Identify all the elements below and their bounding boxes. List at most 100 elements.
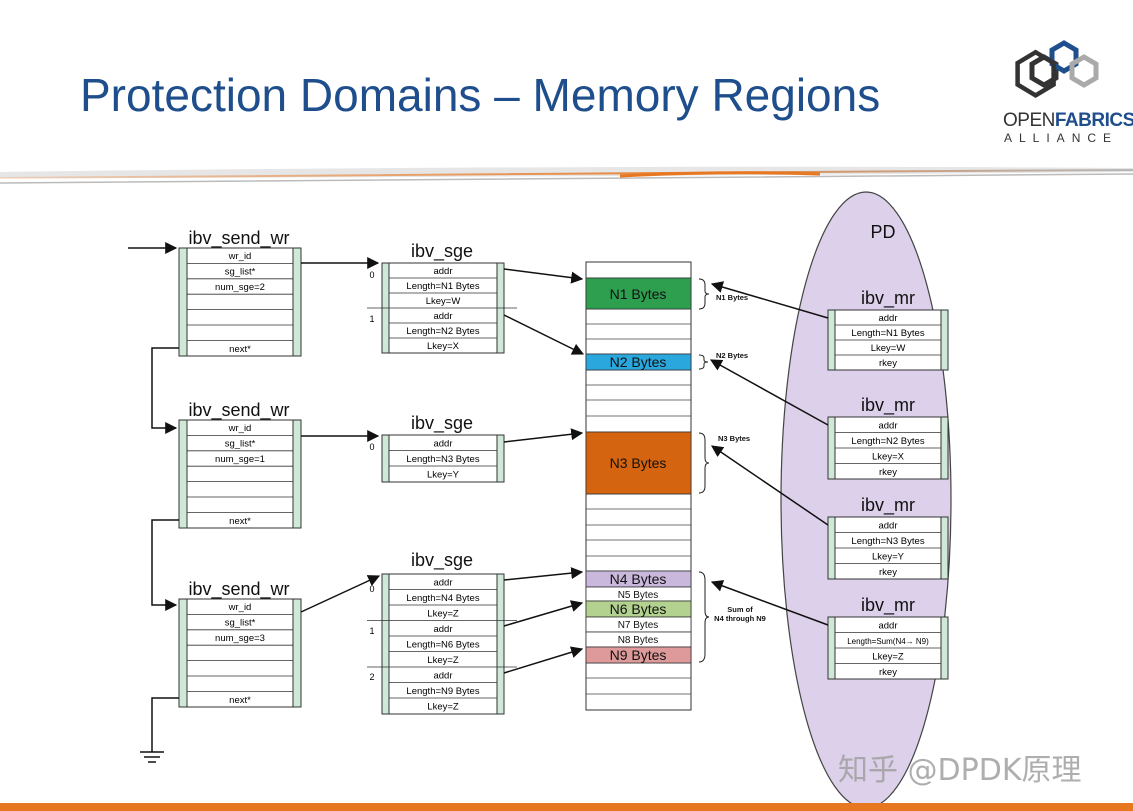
mem-label-n2: N2 Bytes (610, 354, 667, 370)
mr-struct-3: ibv_mr addr Length=Sum(N4→ N9) Lkey=Z rk… (827, 595, 949, 680)
brace-label-n3: N3 Bytes (718, 434, 750, 443)
mr-to-mem-arrows (709, 281, 829, 626)
mem-label-n1: N1 Bytes (610, 286, 667, 302)
logo-open: OPEN (1003, 110, 1055, 131)
mr-row: addr (878, 313, 897, 324)
sge-row: Lkey=X (427, 341, 460, 352)
header-swoosh (0, 166, 1133, 184)
mr-row: Lkey=Y (872, 552, 905, 563)
mr-title: ibv_mr (861, 595, 915, 616)
mem-label-n8: N8 Bytes (618, 635, 659, 646)
sge-row: Length=N3 Bytes (406, 454, 479, 465)
mr-title: ibv_mr (861, 288, 915, 309)
mr-row: Length=N1 Bytes (851, 328, 924, 339)
openfabrics-logo-icon (1015, 40, 1099, 99)
sge-index: 1 (369, 314, 374, 324)
mem-block-n3 (585, 431, 692, 495)
wr-row: wr_id (228, 423, 252, 434)
mr-title: ibv_mr (861, 495, 915, 516)
mem-block-n2 (585, 353, 692, 371)
wr-struct-1: ibv_send_wr wr_id sg_list* num_sge=1 nex… (178, 400, 302, 529)
logo-alliance: ALLIANCE (1004, 131, 1119, 145)
ground-icon (140, 751, 164, 763)
mem-label-n5: N5 Bytes (618, 590, 659, 601)
mem-label-n6: N6 Bytes (610, 601, 667, 617)
watermark: 知乎 @DPDK原理 (838, 753, 1082, 788)
wr-title: ibv_send_wr (188, 579, 289, 600)
mem-label-n3: N3 Bytes (610, 455, 667, 471)
mr-row: Lkey=Z (872, 652, 904, 663)
wr-row: num_sge=2 (215, 282, 265, 293)
wr-row: wr_id (228, 602, 252, 613)
sge-title: ibv_sge (411, 241, 473, 262)
mem-label-n7: N7 Bytes (618, 620, 659, 631)
wr-row: sg_list* (225, 618, 256, 629)
mr-struct-0: ibv_mr addr Length=N1 Bytes Lkey=W rkey (827, 288, 949, 371)
mr-row: Length=Sum(N4→ N9) (847, 637, 929, 646)
sge-title: ibv_sge (411, 550, 473, 571)
sge-index: 0 (369, 584, 374, 594)
mr-struct-2: ibv_mr addr Length=N3 Bytes Lkey=Y rkey (827, 495, 949, 580)
logo-fabrics: FABRICS (1054, 110, 1133, 131)
mr-row: addr (878, 421, 897, 432)
wr-row: wr_id (228, 251, 252, 262)
wr-struct-2: ibv_send_wr wr_id sg_list* num_sge=3 nex… (178, 579, 302, 708)
sge-index: 0 (369, 270, 374, 280)
sge-row: Lkey=Z (427, 609, 459, 620)
brace-label-n1: N1 Bytes (716, 293, 748, 302)
sge-to-mem-arrows (503, 268, 585, 674)
sge-row: Length=N6 Bytes (406, 640, 479, 651)
mr-row: Lkey=W (871, 343, 906, 354)
sge-row: Lkey=Z (427, 702, 459, 713)
sge-row: Lkey=Y (427, 470, 460, 481)
mem-block-n1 (585, 277, 692, 310)
wr-row: num_sge=3 (215, 633, 265, 644)
mr-row: Length=N2 Bytes (851, 436, 924, 447)
sge-index: 2 (369, 672, 374, 682)
sge-title: ibv_sge (411, 413, 473, 434)
braces (698, 278, 710, 663)
wr-row: sg_list* (225, 439, 256, 450)
sge-struct-0: ibv_sge 0 1 addr Length=N1 Bytes Lkey=W … (367, 241, 517, 354)
sge-row: addr (433, 266, 452, 277)
mr-title: ibv_mr (861, 395, 915, 416)
sge-row: Length=N4 Bytes (406, 593, 479, 604)
slide-title: Protection Domains – Memory Regions (80, 69, 881, 121)
brace-label-sum1: Sum of (727, 605, 753, 614)
next-connectors (128, 242, 179, 752)
sge-index: 0 (369, 442, 374, 452)
sge-row: Length=N9 Bytes (406, 686, 479, 697)
sge-index: 1 (369, 626, 374, 636)
mr-row: Length=N3 Bytes (851, 536, 924, 547)
sge-row: Length=N1 Bytes (406, 281, 479, 292)
memory-column: N1 Bytes N2 Bytes N3 Bytes N4 Bytes N5 B… (585, 261, 692, 711)
mem-block-n9 (585, 646, 692, 664)
wr-row: sg_list* (225, 267, 256, 278)
mr-row: Lkey=X (872, 452, 905, 463)
mr-struct-1: ibv_mr addr Length=N2 Bytes Lkey=X rkey (827, 395, 949, 480)
wr-row: num_sge=1 (215, 454, 265, 465)
wr-row: next* (229, 344, 251, 355)
mr-row: addr (878, 621, 897, 632)
brace-label-n2: N2 Bytes (716, 351, 748, 360)
sge-row: Lkey=Z (427, 655, 459, 666)
mr-row: rkey (879, 667, 897, 678)
wr-struct-0: ibv_send_wr wr_id sg_list* num_sge=2 nex… (178, 228, 302, 357)
sge-row: Length=N2 Bytes (406, 326, 479, 337)
mr-row: addr (878, 521, 897, 532)
mr-row: rkey (879, 567, 897, 578)
wr-row: next* (229, 516, 251, 527)
mr-row: rkey (879, 358, 897, 369)
wr-title: ibv_send_wr (188, 228, 289, 249)
bottom-accent-bar (0, 803, 1133, 811)
wr-title: ibv_send_wr (188, 400, 289, 421)
sge-row: addr (433, 671, 452, 682)
sge-row: Lkey=W (426, 296, 461, 307)
mr-row: rkey (879, 467, 897, 478)
sge-row: addr (433, 624, 452, 635)
brace-label-sum2: N4 through N9 (714, 614, 766, 623)
logo-wordmark: OPENFABRICS (1003, 110, 1133, 132)
sge-struct-1: ibv_sge 0 addr Length=N3 Bytes Lkey=Y (369, 413, 505, 483)
mem-label-n9: N9 Bytes (610, 647, 667, 663)
